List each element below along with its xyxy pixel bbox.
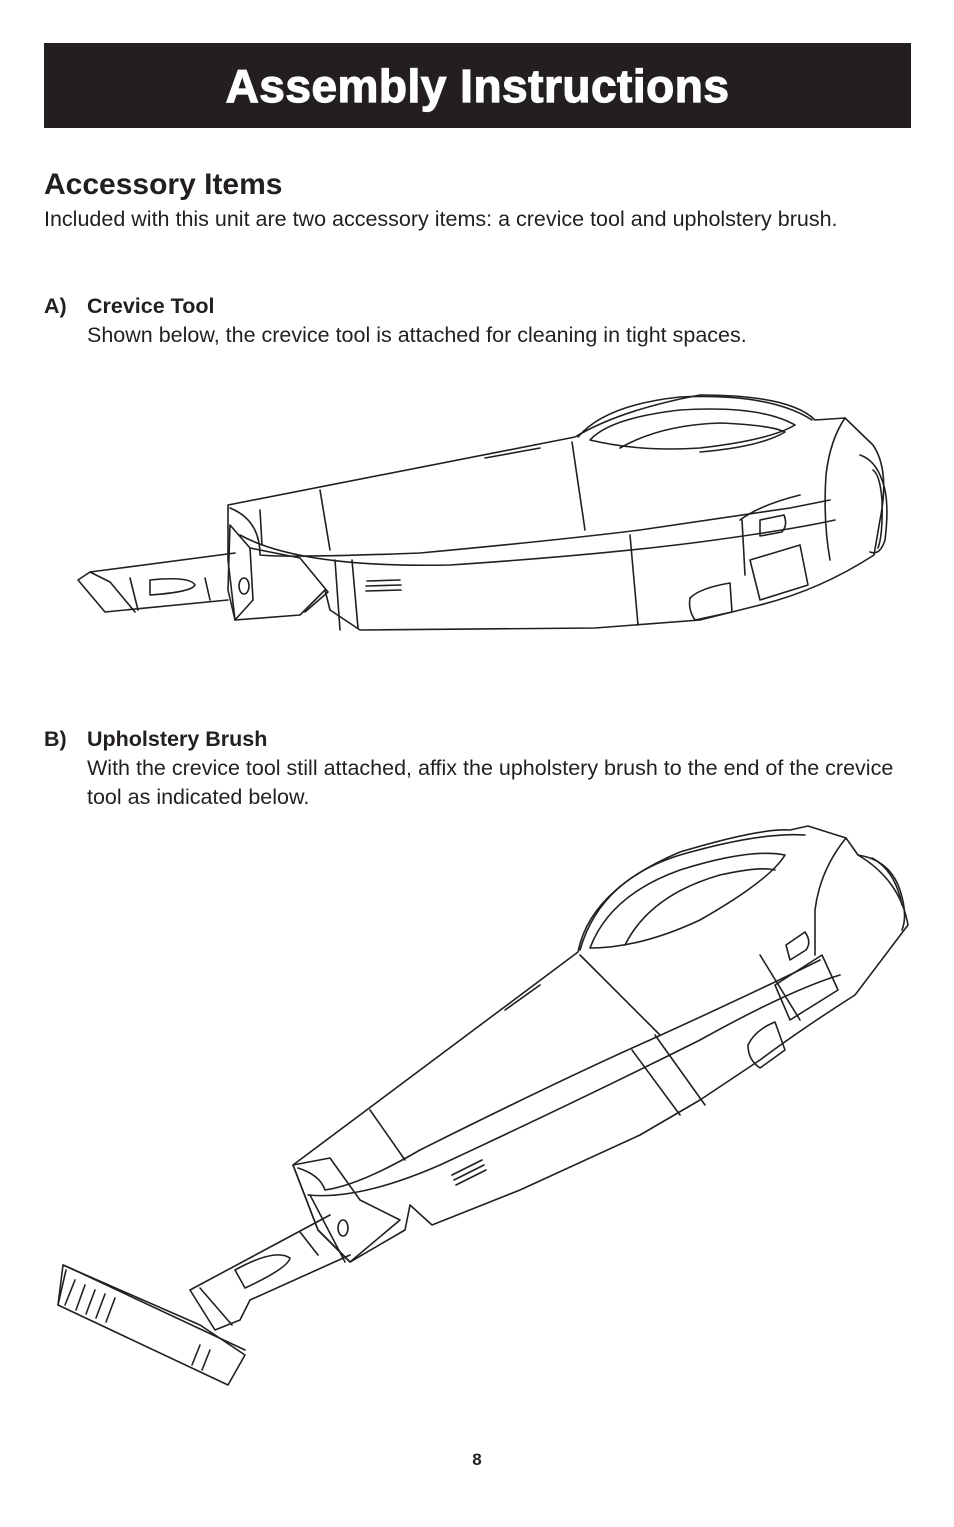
- step-letter: B): [44, 727, 67, 751]
- section-heading: Accessory Items: [44, 168, 283, 201]
- step-title: Upholstery Brush: [87, 727, 268, 751]
- step-text: Shown below, the crevice tool is attache…: [87, 323, 747, 347]
- upholstery-brush-illustration: [57, 825, 909, 1386]
- page-title: Assembly Instructions: [225, 59, 730, 112]
- step-text: With the crevice tool still attached, af…: [87, 756, 894, 809]
- step-title: Crevice Tool: [87, 294, 215, 318]
- intro-paragraph: Included with this unit are two accessor…: [44, 207, 838, 231]
- page-number: 8: [472, 1450, 482, 1469]
- crevice-tool-illustration: [77, 394, 888, 631]
- step-letter: A): [44, 294, 67, 318]
- title-banner: Assembly Instructions: [44, 43, 911, 128]
